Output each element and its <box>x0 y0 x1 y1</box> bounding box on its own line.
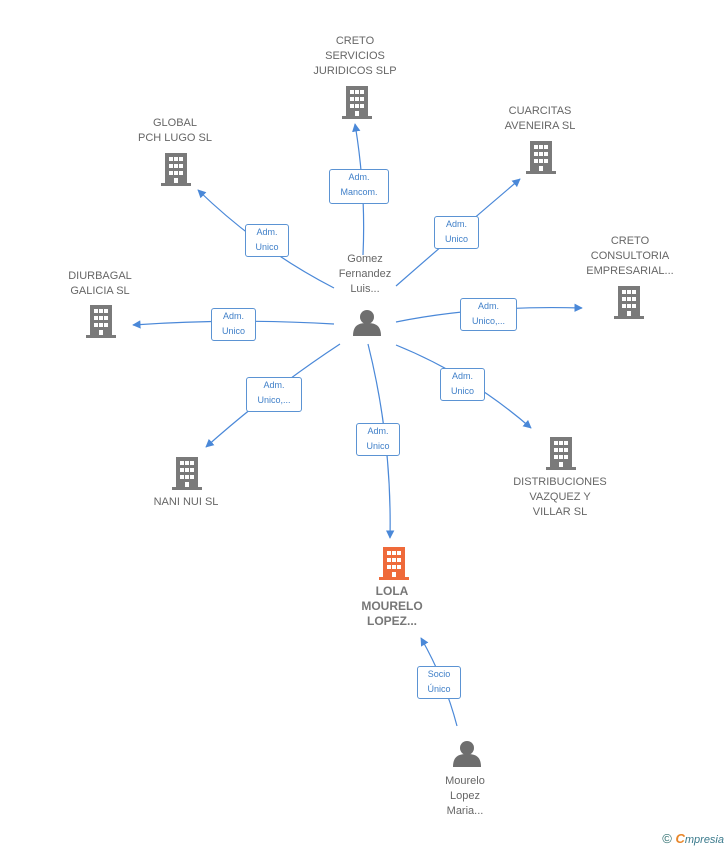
node-creto-servicios[interactable]: CRETO SERVICIOS JURIDICOS SLP <box>313 35 397 77</box>
relation-label[interactable]: Adm. Unico,... <box>460 298 517 331</box>
building-icon[interactable] <box>526 141 556 174</box>
relation-label[interactable]: Adm. Unico <box>245 224 289 257</box>
building-icon[interactable] <box>86 305 116 338</box>
building-icon[interactable] <box>614 286 644 319</box>
building-icon[interactable] <box>342 86 372 119</box>
brand-name: mpresia <box>684 834 724 846</box>
relation-label[interactable]: Adm. Unico <box>440 368 485 401</box>
relation-label[interactable]: Adm. Unico <box>356 423 400 456</box>
brand-footer: © Cmpresia <box>662 831 724 846</box>
node-distribuciones[interactable]: DISTRIBUCIONES VAZQUEZ Y VILLAR SL <box>513 476 607 518</box>
relation-label[interactable]: Adm. Unico <box>211 308 256 341</box>
building-icon[interactable] <box>161 153 191 186</box>
relation-label[interactable]: Socio Único <box>417 666 461 699</box>
node-global-pch[interactable]: GLOBAL PCH LUGO SL <box>138 117 212 144</box>
node-mourelo-maria[interactable]: Mourelo Lopez Maria... <box>445 775 485 817</box>
brand-initial: C <box>675 831 685 846</box>
building-icon[interactable] <box>379 547 409 580</box>
copyright-icon: © <box>662 831 672 846</box>
person-icon[interactable] <box>453 741 481 767</box>
building-icon[interactable] <box>546 437 576 470</box>
relation-label[interactable]: Adm. Unico,... <box>246 377 302 412</box>
node-lola-mourelo[interactable]: LOLA MOURELO LOPEZ... <box>361 584 423 628</box>
person-icon[interactable] <box>353 310 381 336</box>
relation-label[interactable]: Adm. Unico <box>434 216 479 249</box>
node-diurbagal[interactable]: DIURBAGAL GALICIA SL <box>68 270 132 297</box>
node-gomez[interactable]: Gomez Fernandez Luis... <box>338 253 392 295</box>
node-creto-consultoria[interactable]: CRETO CONSULTORIA EMPRESARIAL... <box>586 235 674 277</box>
node-nani-nui[interactable]: NANI NUI SL <box>153 496 219 508</box>
relation-label[interactable]: Adm. Mancom. <box>329 169 389 204</box>
building-icon[interactable] <box>172 457 202 490</box>
node-cuarcitas[interactable]: CUARCITAS AVENEIRA SL <box>504 105 576 132</box>
